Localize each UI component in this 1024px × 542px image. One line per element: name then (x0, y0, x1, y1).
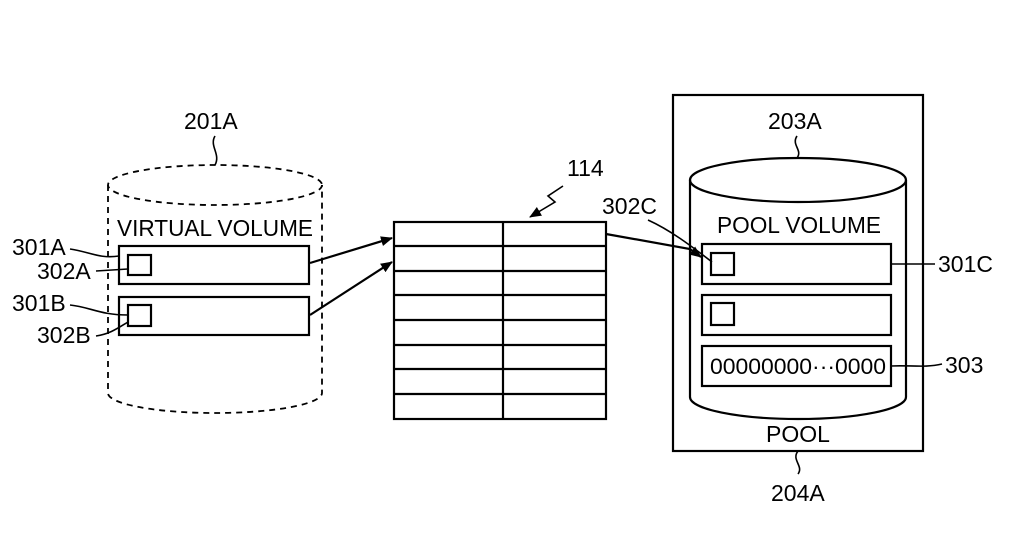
pointer-c-leader (647, 219, 713, 263)
pool-volume-ref: 203A (768, 108, 822, 134)
virtual-volume-top (107, 164, 323, 206)
arrow-page-a-to-table (309, 236, 393, 265)
pool-volume-title: POOL VOLUME (717, 212, 881, 238)
virtual-volume-title: VIRTUAL VOLUME (117, 215, 313, 241)
virtual-volume-leader (212, 135, 218, 166)
mapping-table (392, 220, 608, 421)
pointer-box-b (126, 303, 153, 328)
arrow-page-b-to-table (309, 261, 393, 316)
pointer-box-empty (709, 301, 736, 327)
virtual-page-b (117, 295, 311, 337)
table-ref: 114 (567, 155, 604, 181)
pointer-box-a (126, 253, 153, 277)
pool-ref: 204A (771, 480, 825, 506)
page-a-leader (69, 248, 120, 258)
pointer-b-ref: 302B (37, 322, 91, 348)
page-c-ref: 301C (938, 251, 993, 277)
pool-page-empty (700, 293, 893, 337)
page-b-leader (69, 304, 129, 316)
virtual-volume: VIRTUAL VOLUME (107, 164, 323, 414)
pool-page-c (700, 242, 893, 286)
pool-volume-leader (794, 135, 800, 159)
pointer-a-leader (95, 268, 129, 272)
zero-page-leader (890, 363, 943, 367)
page-b-ref: 301B (12, 290, 66, 316)
pointer-b-leader (95, 321, 129, 337)
pointer-c-ref: 302C (602, 193, 657, 219)
zero-page-value: 00000000···0000 (710, 354, 886, 379)
arrow-table-to-pool-page (605, 232, 702, 258)
pool: POOL VOLUME 00000000···0000 POOL (671, 93, 925, 453)
virtual-page-a (117, 244, 311, 286)
page-a-ref: 301A (12, 234, 66, 260)
pool-volume-top (688, 156, 908, 204)
pointer-a-ref: 302A (37, 258, 91, 284)
pool-title: POOL (766, 421, 830, 447)
virtual-volume-ref: 201A (184, 108, 238, 134)
table-ref-leader (529, 185, 564, 218)
pool-leader (795, 450, 801, 475)
zero-page-ref: 303 (945, 352, 983, 378)
pointer-box-c (709, 251, 736, 277)
virtual-volume-body (107, 185, 323, 414)
pool-volume-body (688, 180, 908, 421)
